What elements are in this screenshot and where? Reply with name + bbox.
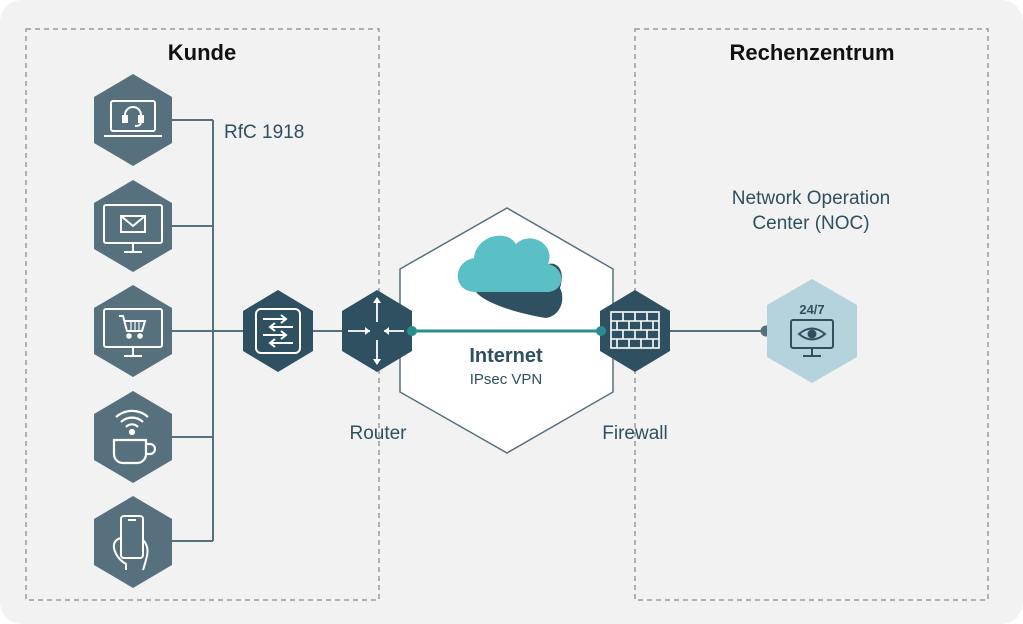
rfc-label: RfC 1918 <box>224 122 304 143</box>
internet-label: Internet <box>469 345 543 367</box>
device-hexagon <box>94 391 172 483</box>
vpn-label: IPsec VPN <box>470 371 543 388</box>
noc-node: 24/7 <box>767 279 857 383</box>
router-hexagon <box>342 290 412 372</box>
datacenter-zone <box>634 28 989 601</box>
firewall-label: Firewall <box>602 423 667 444</box>
switch-node <box>243 290 313 372</box>
noc-label-line2: Center (NOC) <box>752 213 869 234</box>
router-arrows-icon <box>348 297 404 365</box>
client-device-3 <box>94 285 172 377</box>
firewall-node <box>600 290 670 372</box>
shopping-cart-monitor-icon <box>103 308 163 357</box>
smartphone-hand-icon <box>112 515 149 571</box>
client-device-4 <box>94 391 172 483</box>
brick-wall-icon <box>610 311 660 349</box>
eye-monitor-icon <box>790 319 834 357</box>
customer-zone <box>25 28 380 601</box>
wifi-coffee-cup-icon <box>112 409 157 465</box>
noc-24-7-badge: 24/7 <box>799 302 824 317</box>
cloud-icon <box>457 235 563 318</box>
firewall-endpoint-dot <box>596 326 606 336</box>
client-device-2 <box>94 180 172 272</box>
customer-zone-title: Kunde <box>168 40 236 65</box>
router-endpoint-dot <box>407 326 417 336</box>
device-hexagon <box>94 74 172 166</box>
switch-hexagon <box>243 290 313 372</box>
device-hexagon <box>94 496 172 588</box>
router-node <box>342 290 412 372</box>
noc-label-line1: Network Operation <box>732 188 890 209</box>
datacenter-zone-title: Rechenzentrum <box>729 40 894 65</box>
customer-connectors <box>172 119 342 542</box>
switch-arrows-icon <box>255 308 301 354</box>
client-device-5 <box>94 496 172 588</box>
client-device-1 <box>94 74 172 166</box>
headset-laptop-icon <box>104 100 162 137</box>
router-label: Router <box>349 423 407 444</box>
email-monitor-icon <box>103 204 163 253</box>
